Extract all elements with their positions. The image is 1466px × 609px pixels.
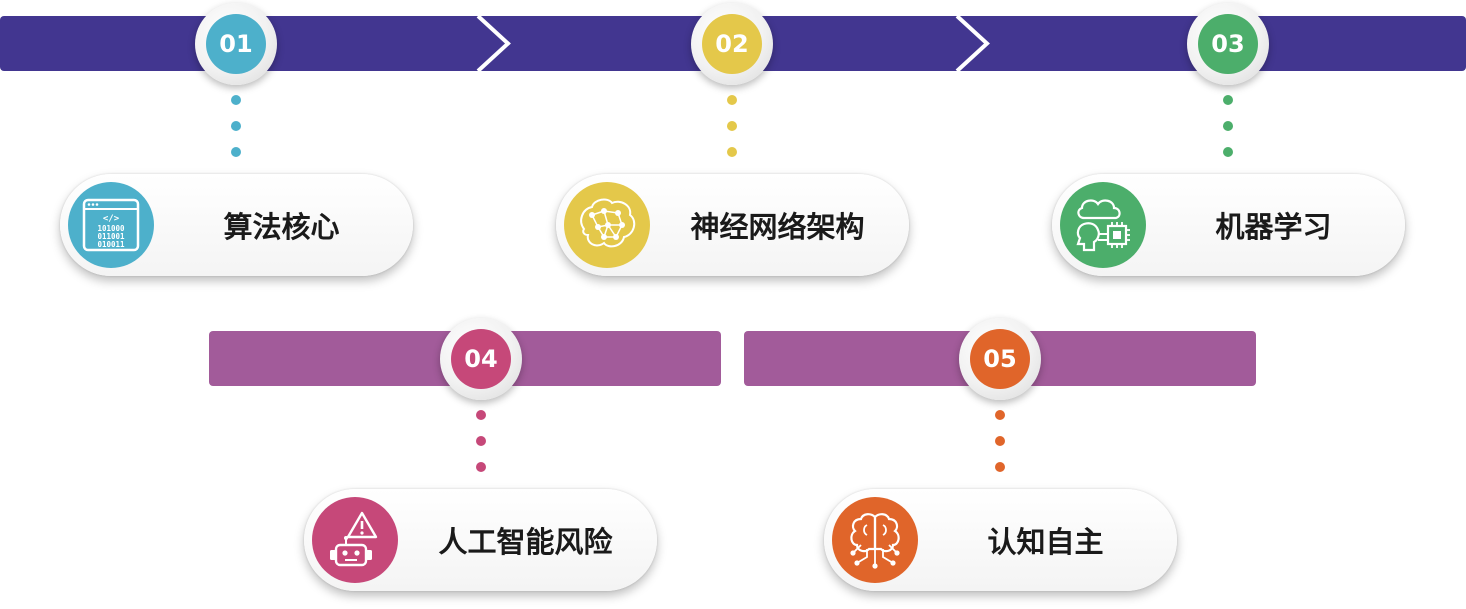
circuit-brain-icon	[832, 497, 918, 583]
step-number-02: 02	[702, 14, 762, 74]
step-label-04: 人工智能风险	[438, 525, 613, 559]
chevron-1	[476, 14, 511, 73]
connector-dot	[231, 95, 241, 105]
code-tag-text: </>	[103, 214, 120, 224]
neural-brain-icon	[564, 182, 650, 268]
step-number-03: 03	[1198, 14, 1258, 74]
step-badge-02: 02	[691, 3, 773, 85]
step-badge-03: 03	[1187, 3, 1269, 85]
connector-dot	[727, 147, 737, 157]
step-number-05: 05	[970, 329, 1030, 389]
step-number-04: 04	[451, 329, 511, 389]
connector-dot	[1223, 147, 1233, 157]
step-badge-04: 04	[440, 318, 522, 400]
connector-dot	[476, 462, 486, 472]
code-window-icon: </> 101000 011001 010011	[68, 182, 154, 268]
step-card-03: 机器学习	[1052, 174, 1405, 276]
chevron-2	[955, 14, 990, 73]
step-number-01: 01	[206, 14, 266, 74]
connector-dot	[995, 436, 1005, 446]
connector-dot	[727, 95, 737, 105]
connector-dot	[231, 147, 241, 157]
binary-line-1: 101000	[97, 224, 125, 233]
connector-dot	[727, 121, 737, 131]
step-card-02: 神经网络架构	[556, 174, 909, 276]
connector-dot	[995, 410, 1005, 420]
step-badge-05: 05	[959, 318, 1041, 400]
connector-dot	[995, 462, 1005, 472]
step-card-05: 认知自主	[824, 489, 1177, 591]
step-badge-01: 01	[195, 3, 277, 85]
step-label-03: 机器学习	[1215, 210, 1332, 244]
binary-line-3: 010011	[97, 240, 125, 249]
connector-dot	[476, 436, 486, 446]
step-card-01: </> 101000 011001 010011 算法核心	[60, 174, 413, 276]
step-card-04: 人工智能风险	[304, 489, 657, 591]
connector-dot	[231, 121, 241, 131]
binary-line-2: 011001	[97, 232, 125, 241]
connector-dot	[1223, 95, 1233, 105]
step-label-02: 神经网络架构	[690, 210, 865, 244]
cloud-head-chip-icon	[1060, 182, 1146, 268]
step-label-01: 算法核心	[223, 210, 340, 244]
robot-warning-icon	[312, 497, 398, 583]
step-label-05: 认知自主	[987, 525, 1104, 559]
connector-dot	[476, 410, 486, 420]
connector-dot	[1223, 121, 1233, 131]
